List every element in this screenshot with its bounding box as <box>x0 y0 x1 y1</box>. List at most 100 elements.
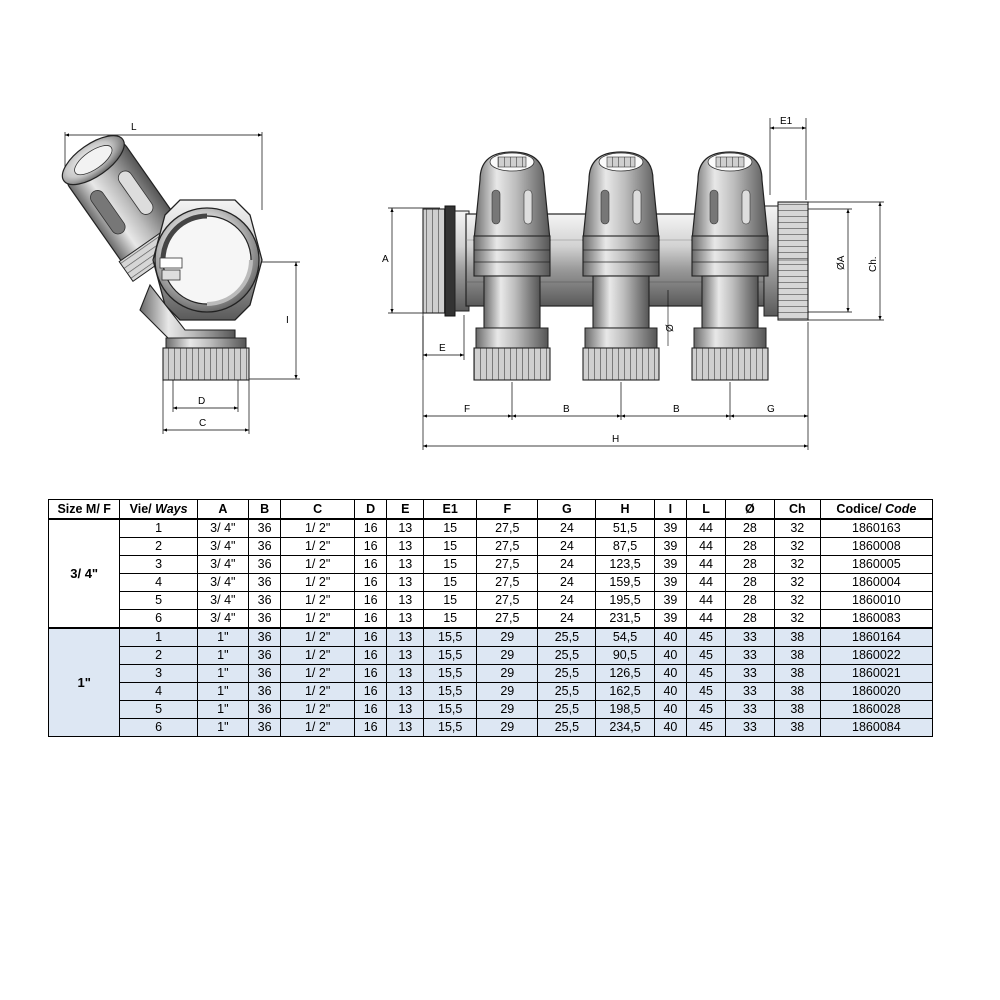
cell-D: 16 <box>353 555 388 574</box>
cell-L: 44 <box>686 555 726 574</box>
cell-code: 1860164 <box>819 627 934 647</box>
header-O: Ø <box>724 499 775 520</box>
cell-B: 36 <box>247 718 282 737</box>
cell-A: 1" <box>196 646 249 665</box>
header-G: G <box>537 499 597 520</box>
cell-code: 1860028 <box>819 700 934 719</box>
size-cell: 1" <box>47 627 121 737</box>
header-A: A <box>196 499 249 520</box>
cell-H: 198,5 <box>595 700 655 719</box>
cell-ways: 4 <box>119 573 198 592</box>
cell-ways: 6 <box>119 609 198 629</box>
cell-C: 1/ 2" <box>280 609 355 629</box>
cell-O: 33 <box>724 700 775 719</box>
cell-I: 39 <box>653 573 688 592</box>
cell-ways: 4 <box>119 682 198 701</box>
cell-E: 13 <box>386 646 425 665</box>
header-ways-it: Vie/ <box>129 501 152 516</box>
cell-A: 1" <box>196 682 249 701</box>
cell-C: 1/ 2" <box>280 664 355 683</box>
technical-drawing: L I D <box>61 116 884 450</box>
cell-E1: 15,5 <box>423 664 478 683</box>
header-code: Codice/ Code <box>819 499 934 520</box>
cell-F: 29 <box>476 646 539 665</box>
cell-H: 159,5 <box>595 573 655 592</box>
cell-O: 28 <box>724 609 775 629</box>
cell-O: 33 <box>724 627 775 647</box>
cell-Ch: 38 <box>773 718 821 737</box>
cell-E1: 15 <box>423 591 478 610</box>
cell-D: 16 <box>353 609 388 629</box>
cell-E: 13 <box>386 627 425 647</box>
cell-B: 36 <box>247 609 282 629</box>
dim-label-phiA: ØA <box>836 255 847 270</box>
cell-H: 87,5 <box>595 537 655 556</box>
cell-C: 1/ 2" <box>280 518 355 538</box>
header-L: L <box>686 499 726 520</box>
cell-D: 16 <box>353 591 388 610</box>
cell-A: 3/ 4" <box>196 518 249 538</box>
dim-label-E1: E1 <box>780 116 793 127</box>
cell-E1: 15,5 <box>423 646 478 665</box>
cell-H: 162,5 <box>595 682 655 701</box>
header-E: E <box>386 499 425 520</box>
cell-A: 1" <box>196 700 249 719</box>
cell-B: 36 <box>247 664 282 683</box>
cell-Ch: 32 <box>773 573 821 592</box>
cell-ways: 1 <box>119 627 198 647</box>
cell-B: 36 <box>247 700 282 719</box>
cell-O: 28 <box>724 555 775 574</box>
size-cell: 3/ 4" <box>47 518 121 629</box>
cell-F: 27,5 <box>476 555 539 574</box>
cell-D: 16 <box>353 700 388 719</box>
cell-I: 40 <box>653 664 688 683</box>
header-H: H <box>595 499 655 520</box>
dim-label-B-2: B <box>673 404 680 415</box>
cell-L: 45 <box>686 718 726 737</box>
cell-Ch: 38 <box>773 700 821 719</box>
cell-E1: 15 <box>423 609 478 629</box>
cell-O: 28 <box>724 537 775 556</box>
dim-label-L: L <box>131 122 137 133</box>
cell-H: 195,5 <box>595 591 655 610</box>
cell-B: 36 <box>247 682 282 701</box>
cell-B: 36 <box>247 627 282 647</box>
cell-ways: 2 <box>119 537 198 556</box>
cell-O: 28 <box>724 591 775 610</box>
cell-code: 1860004 <box>819 573 934 592</box>
cell-C: 1/ 2" <box>280 682 355 701</box>
cell-C: 1/ 2" <box>280 537 355 556</box>
side-view: L I D <box>61 122 300 434</box>
dim-label-D: D <box>198 396 205 407</box>
dimensions-table: Size M/ F Vie/ Ways A B C D E E1 F G H I… <box>47 499 934 737</box>
cell-G: 24 <box>537 591 597 610</box>
cell-code: 1860021 <box>819 664 934 683</box>
cell-B: 36 <box>247 555 282 574</box>
dim-label-F: F <box>464 404 470 415</box>
cell-C: 1/ 2" <box>280 555 355 574</box>
front-view: E1 A E <box>382 116 884 450</box>
cell-code: 1860010 <box>819 591 934 610</box>
cell-G: 25,5 <box>537 700 597 719</box>
cell-I: 39 <box>653 518 688 538</box>
header-B: B <box>247 499 282 520</box>
cell-F: 27,5 <box>476 518 539 538</box>
header-F: F <box>476 499 539 520</box>
cell-L: 44 <box>686 518 726 538</box>
cell-C: 1/ 2" <box>280 573 355 592</box>
cell-L: 45 <box>686 700 726 719</box>
cell-I: 39 <box>653 591 688 610</box>
header-ways-en: Ways <box>155 501 188 516</box>
cell-code: 1860020 <box>819 682 934 701</box>
cell-E: 13 <box>386 591 425 610</box>
cell-ways: 5 <box>119 700 198 719</box>
cell-L: 44 <box>686 537 726 556</box>
cell-I: 40 <box>653 682 688 701</box>
cell-G: 25,5 <box>537 682 597 701</box>
